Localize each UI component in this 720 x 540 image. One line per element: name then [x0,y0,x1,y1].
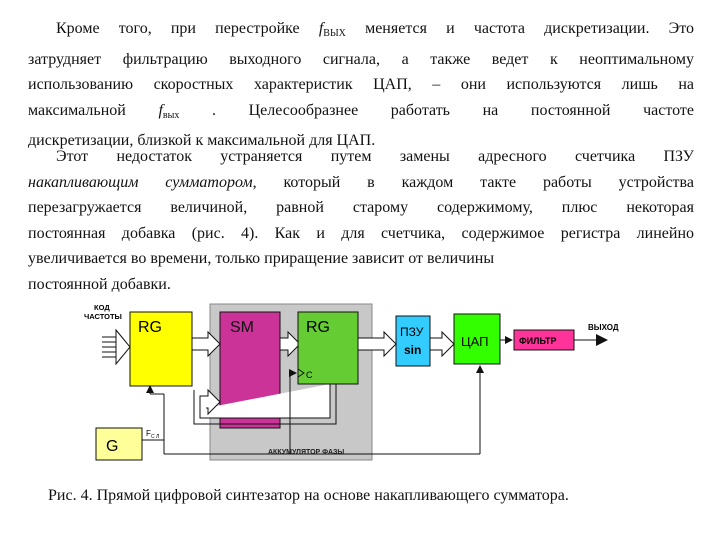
filter-label: ФИЛЬТР [519,336,557,346]
p2-line-3: перезагружается величиной, равной старом… [28,199,694,217]
p1-line-4: максимальной fвых . Целесообразнее работ… [28,101,694,121]
rom-sin [395,315,431,367]
rg-register-1-label: RG [138,319,162,336]
dac-label: ЦАП [461,334,489,349]
input-bus-arrow [102,328,131,366]
p1-line-1: Кроме того, при перестройке fВЫХ меняетс… [56,20,694,39]
bus-rom-to-dac [429,330,455,358]
dac [453,313,501,365]
bus-sm-to-rg2 [279,330,301,358]
clock-freq-label: F [146,429,151,438]
accumulator-label: АККУМУЛЯТОР ФАЗЫ [268,449,344,456]
rg-register-1 [129,311,193,387]
paragraph-1: Кроме того, при перестройке fВЫХ меняетс… [28,16,694,154]
rg2-clock-pin: C [306,370,313,380]
p2-line-4: постоянная добавка (рис. 4). Как и для с… [28,224,694,242]
output-arrow-icon [596,334,608,346]
rom-sin-label: sin [404,343,421,357]
p1-line-5: дискретизации, близкой к максимальной дл… [28,132,376,150]
p1-line-3: использованию скоростных характеристик Ц… [28,76,694,94]
rg-register-2 [297,311,359,385]
bus-rg1-to-sm [191,330,221,358]
paragraph-2: Этот недостаток устраняется путем замены… [28,144,694,298]
p2-line-5: увеличивается во времени, только прираще… [28,250,495,268]
rg-register-2-label: RG [306,319,330,336]
clock-generator-label: G [106,438,118,455]
input-label-frequency: ЧАСТОТЫ [84,312,122,321]
clock-generator [95,427,143,461]
figure-caption: Рис. 4. Прямой цифровой синтезатор на ос… [48,487,569,504]
dds-block-diagram: АККУМУЛЯТОР ФАЗЫ КОД ЧАСТОТЫ RG SM RG C … [84,303,619,461]
rg2-clock-triangle [297,368,305,378]
bus-rg2-to-rom [357,330,397,358]
p2-line-6: постоянной добавки. [28,275,171,293]
clock-lines [142,365,484,455]
bus-feedback [199,384,331,419]
input-label-code: КОД [94,303,110,312]
clock-freq-sub: С Л [151,434,159,440]
sm-adder-label: SM [230,319,254,336]
rom-label: ПЗУ [400,325,424,339]
output-label: ВЫХОД [588,323,619,332]
p2-line-1: Этот недостаток устраняется путем замены… [56,148,694,165]
p1-line-2: затрудняет фильтрацию выходного сигнала,… [28,50,694,68]
p2-line-2: накапливающим сумматором, который в кажд… [28,173,694,191]
